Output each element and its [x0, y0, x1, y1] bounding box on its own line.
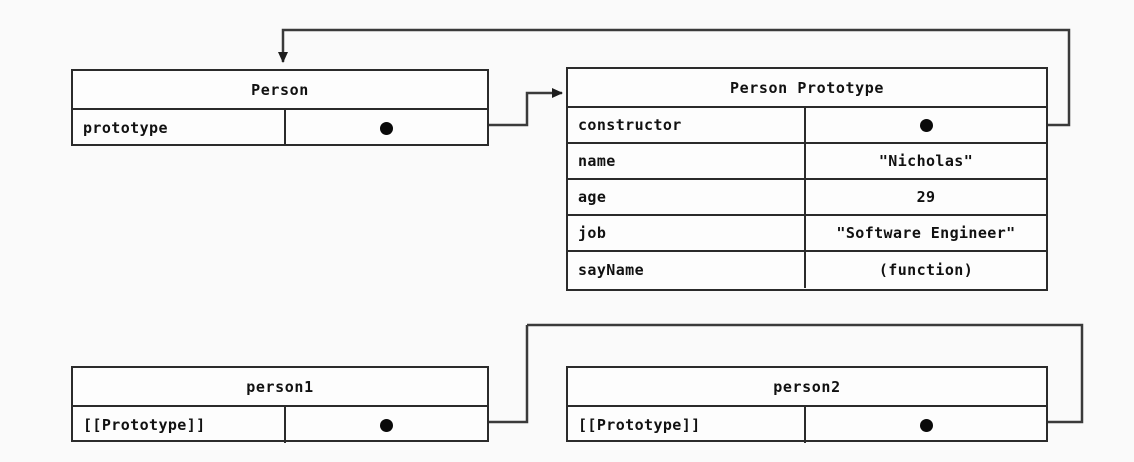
property-key: prototype	[73, 110, 286, 146]
property-value: 29	[916, 188, 936, 206]
property-row-name: name "Nicholas"	[568, 144, 1046, 180]
property-value-pointer	[806, 108, 1046, 142]
property-row-sayname: sayName (function)	[568, 252, 1046, 288]
property-value-pointer	[286, 407, 487, 443]
box-title-person2: person2	[568, 368, 1046, 407]
object-box-person2: person2 [[Prototype]]	[566, 366, 1048, 443]
object-box-person: Person prototype	[71, 69, 489, 146]
box-title-person-prototype: Person Prototype	[568, 69, 1046, 108]
object-box-person1: person1 [[Prototype]]	[71, 366, 489, 443]
property-value: "Nicholas"	[878, 152, 974, 170]
reference-dot-icon	[919, 418, 933, 432]
property-value: (function)	[878, 261, 974, 279]
object-box-person-prototype: Person Prototype constructor name "Nicho…	[566, 67, 1048, 291]
reference-dot-icon	[919, 118, 933, 132]
property-row-person-prototype: prototype	[73, 110, 487, 146]
property-key: [[Prototype]]	[73, 407, 286, 443]
property-row-age: age 29	[568, 180, 1046, 216]
property-key: sayName	[568, 252, 806, 288]
reference-dot-icon	[380, 418, 393, 432]
property-key: constructor	[568, 108, 806, 142]
property-key: job	[568, 216, 806, 250]
property-key: [[Prototype]]	[568, 407, 806, 443]
box-title-person1: person1	[73, 368, 487, 407]
property-key: age	[568, 180, 806, 214]
property-row-person2-prototype: [[Prototype]]	[568, 407, 1046, 443]
property-row-person1-prototype: [[Prototype]]	[73, 407, 487, 443]
box-title-person: Person	[73, 71, 487, 110]
property-row-job: job "Software Engineer"	[568, 216, 1046, 252]
property-key: name	[568, 144, 806, 178]
property-value-pointer	[806, 407, 1046, 443]
property-value-pointer	[286, 110, 487, 146]
reference-dot-icon	[380, 121, 393, 135]
property-row-constructor: constructor	[568, 108, 1046, 144]
property-value: "Software Engineer"	[836, 224, 1016, 242]
